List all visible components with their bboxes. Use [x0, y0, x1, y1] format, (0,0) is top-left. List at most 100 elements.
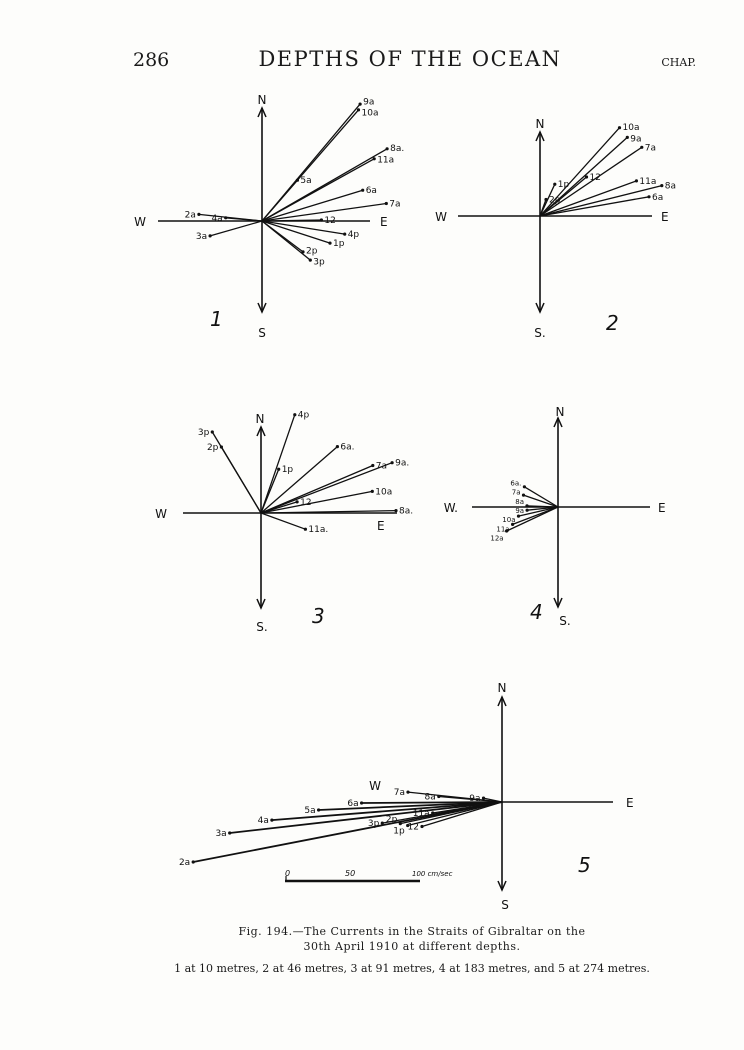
current-vector-6a: [539, 196, 650, 217]
current-vector-4a: [225, 217, 263, 222]
vector-tip-icon: [625, 135, 629, 139]
current-vector-7a: [539, 146, 643, 217]
axis-label-w: W: [155, 507, 167, 521]
diagram-number: 2: [606, 311, 619, 335]
vector-tip-icon: [197, 212, 201, 216]
vector-tip-icon: [634, 179, 639, 183]
current-vector-6a: [361, 801, 503, 804]
vector-label: 2p: [386, 815, 398, 825]
vector-tip-icon: [224, 216, 228, 220]
scale-bar: 0 50 100 cm/sec: [285, 869, 453, 883]
vector-label: 12: [324, 216, 335, 226]
vector-label: 1p: [393, 826, 405, 836]
axis-label-w: W: [134, 215, 146, 229]
vector-label: 12a: [490, 535, 503, 543]
current-vector-2p: [539, 199, 547, 217]
vector-tip-icon: [370, 489, 374, 493]
vector-tip-icon: [295, 178, 299, 182]
vector-tip-icon: [516, 514, 521, 518]
current-vector-7a: [523, 494, 559, 508]
vector-label: 6a.: [510, 479, 521, 487]
vector-tip-icon: [319, 218, 323, 222]
current-vector-11a: [539, 180, 637, 217]
vector-label: 2p: [207, 443, 219, 453]
vector-tip-icon: [647, 195, 651, 199]
vector-label: 4a: [258, 816, 269, 826]
axis-label-w: W.: [444, 501, 458, 515]
page-number: 286: [133, 49, 169, 71]
current-vector-1p: [261, 220, 331, 244]
vector-tip-icon: [361, 188, 365, 192]
current-vector-6a: [524, 486, 559, 508]
current-vector-1p: [407, 801, 503, 827]
vector-tip-icon: [398, 822, 402, 826]
vector-tip-icon: [584, 175, 589, 179]
current-vector-2p: [220, 446, 262, 514]
current-vector-8a: [438, 795, 503, 803]
vector-label: 4a: [211, 214, 222, 224]
vector-label: 2a: [179, 858, 190, 868]
axis-label-n: N: [258, 93, 267, 107]
vector-label: 9a: [515, 507, 524, 515]
vector-tip-icon: [360, 801, 364, 805]
current-vector-12: [260, 501, 298, 514]
current-vector-7a: [261, 202, 387, 222]
vector-tip-icon: [390, 461, 394, 465]
north-arrow-icon: [535, 130, 545, 142]
vector-tip-icon: [437, 794, 441, 799]
vector-label: 3a: [215, 829, 226, 839]
vector-label: 11a: [377, 156, 394, 166]
current-vector-11a: [260, 512, 306, 530]
axis-label-s: S.: [534, 326, 545, 340]
axis-label-e: E: [380, 215, 388, 229]
axis-label-e: E: [661, 210, 669, 224]
vector-tip-icon: [356, 108, 361, 112]
vector-label: 2a: [185, 210, 196, 220]
current-vector-8a: [539, 184, 662, 217]
axis-label-e: E: [377, 519, 385, 533]
vector-label: 9a.: [395, 459, 409, 469]
vector-label: 11a: [496, 525, 509, 533]
vector-tip-icon: [295, 500, 299, 504]
vector-tip-icon: [420, 824, 424, 829]
vector-label: 8a: [665, 182, 676, 192]
vector-tip-icon: [372, 157, 376, 161]
vector-label: 7a: [512, 489, 521, 497]
vector-label: 1p: [558, 180, 570, 190]
current-vector-5a: [318, 801, 503, 811]
vector-tip-icon: [208, 234, 212, 238]
current-vector-4a: [271, 801, 503, 821]
current-vector-9a: [260, 462, 393, 514]
current-vector-12: [261, 219, 322, 222]
current-vector-9a: [539, 136, 628, 217]
vector-tip-icon: [384, 201, 388, 206]
vector-label: 6a.: [340, 443, 354, 453]
vector-label: 8a: [515, 498, 524, 506]
axis-label-e: E: [626, 796, 634, 810]
current-vector-5a: [261, 179, 298, 222]
vector-label: 7a: [394, 788, 405, 798]
vector-tip-icon: [191, 860, 195, 864]
current-vector-12: [421, 801, 503, 828]
vector-label: 5a: [304, 806, 315, 816]
scale-label-50: 50: [345, 869, 355, 878]
vector-label: 2p: [549, 196, 561, 206]
axis-label-w: W: [435, 210, 447, 224]
vector-label: 3p: [198, 428, 210, 438]
vector-label: 8a: [425, 793, 436, 803]
vector-label: 2p: [306, 246, 318, 256]
vector-label: 6a: [366, 186, 377, 196]
vector-label: 12: [590, 173, 601, 183]
vector-label: 6a: [347, 799, 358, 809]
axis-label-w: W: [369, 779, 381, 793]
scale-label-100: 100 cm/sec: [412, 870, 453, 878]
vector-tip-icon: [525, 508, 529, 512]
vector-tip-icon: [343, 232, 347, 236]
south-arrow-icon: [553, 597, 563, 609]
current-vector-11a: [432, 801, 503, 814]
vector-tip-icon: [210, 430, 214, 434]
axis-label-n: N: [498, 681, 507, 695]
vector-tip-icon: [293, 413, 297, 417]
